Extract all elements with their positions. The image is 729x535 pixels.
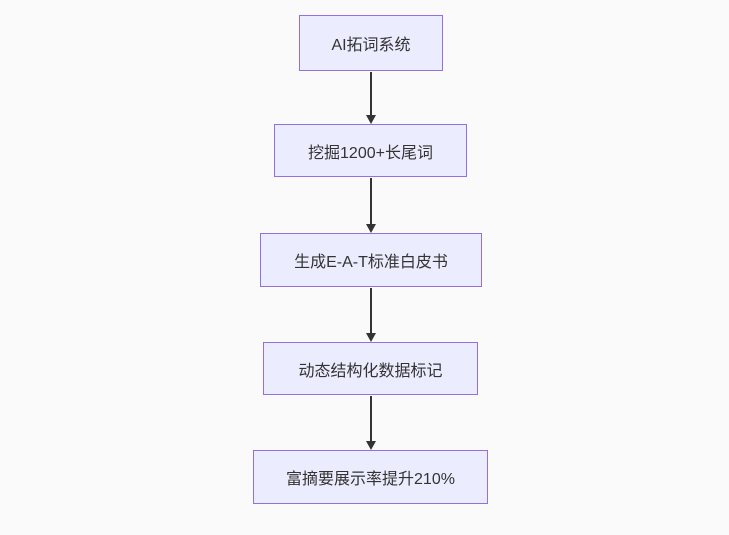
edge-n1-n2 (366, 72, 376, 124)
flowchart-node-rich-snippet-result: 富摘要展示率提升210% (253, 450, 488, 504)
edge-n4-n5 (366, 396, 376, 450)
flowchart-node-eat-whitepaper: 生成E-A-T标准白皮书 (260, 233, 482, 287)
flowchart-node-ai-word-expansion: AI拓词系统 (299, 15, 443, 71)
edge-n2-n3 (366, 178, 376, 233)
flowchart-node-structured-data-markup: 动态结构化数据标记 (263, 342, 478, 395)
edge-n3-n4 (366, 288, 376, 342)
flowchart-node-longtail-mining: 挖掘1200+长尾词 (274, 124, 467, 177)
